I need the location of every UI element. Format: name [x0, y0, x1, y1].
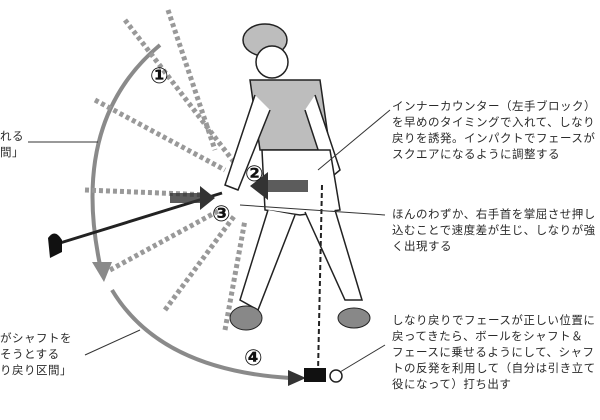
club-head [48, 233, 62, 258]
note-right-1: インナーカウンター（左手ブロック）を早めのタイミングで入れて、しなり戻りを誘発。… [392, 99, 596, 161]
note-left-top: れる間」 [0, 129, 24, 159]
swing-arc-lower [110, 288, 291, 380]
swing-arc-upper [90, 43, 162, 266]
impact-arrowhead [288, 370, 306, 386]
marker-4: ④ [244, 346, 263, 371]
golf-ball [329, 369, 343, 383]
arc-arrowhead [92, 262, 112, 282]
leader-lines [28, 109, 391, 373]
golfer [224, 23, 371, 382]
marker-1: ① [150, 64, 169, 89]
note-right-3: しなり戻りでフェースが正しい位置に戻ってきたら、ボールをシャフト＆フェースに乗せ… [392, 313, 596, 391]
force-arrows [170, 172, 308, 210]
marker-2: ② [245, 162, 264, 187]
marker-3: ③ [212, 202, 231, 227]
note-right-2: ほんのわずか、右手首を掌屈させ押し込むことで速度差が生じ、しなりが強く出現する [392, 207, 596, 253]
note-left-bottom: がシャフトをそうとするり戻り区間」 [0, 331, 72, 377]
club-position-lines [84, 9, 248, 331]
